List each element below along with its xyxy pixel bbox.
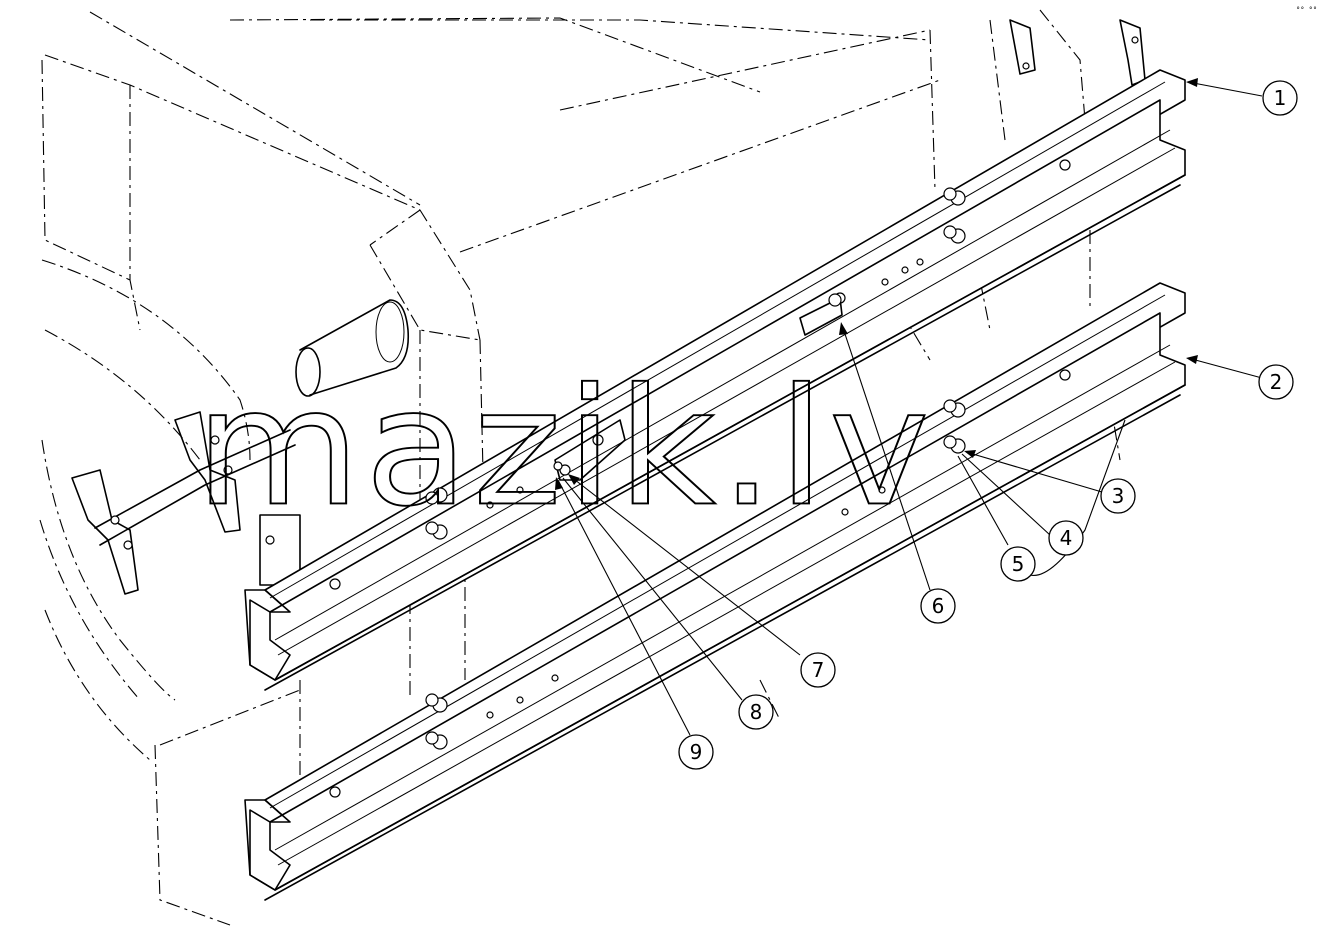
svg-text:2: 2 — [1270, 370, 1283, 394]
svg-text:1: 1 — [1274, 86, 1287, 110]
callout-9: 9 — [678, 734, 714, 770]
leader-lines — [555, 78, 1263, 736]
callout-4: 4 — [1048, 520, 1084, 556]
svg-text:8: 8 — [750, 700, 763, 724]
fuel-tank — [295, 299, 410, 397]
bolt-upper-right-2 — [943, 225, 966, 244]
callout-7: 7 — [800, 652, 836, 688]
callout-2: 2 — [1258, 364, 1294, 400]
center-brackets — [554, 293, 843, 481]
bolt-bracket-7 — [553, 461, 571, 476]
bolt-lower-left-1 — [425, 693, 448, 713]
bolt-upper-right-1 — [943, 187, 966, 206]
upper-rail-holes — [329, 159, 1071, 590]
svg-text:6: 6 — [932, 594, 945, 618]
bolt-lower-left-2 — [425, 731, 448, 750]
svg-text:7: 7 — [812, 658, 825, 682]
svg-text:5: 5 — [1012, 552, 1025, 576]
bolt-lower-right-2 — [943, 435, 966, 454]
svg-text:3: 3 — [1112, 484, 1125, 508]
watermark-text: mazik.lv — [195, 354, 934, 542]
corner-code: °° °°° — [1296, 6, 1318, 14]
bolt-upper-left-1 — [425, 487, 448, 505]
callout-6: 6 — [920, 588, 956, 624]
fastener-bolts — [425, 187, 966, 750]
bolt-lower-right-1 — [943, 399, 966, 418]
svg-text:4: 4 — [1060, 526, 1073, 550]
callout-1: 1 — [1262, 80, 1298, 116]
svg-text:9: 9 — [690, 740, 703, 764]
truck-body-phantom-lines — [39, 9, 1121, 926]
lower-rail-holes — [329, 369, 1071, 798]
bolt-upper-left-2 — [425, 521, 448, 540]
lower-guard-rail — [244, 282, 1186, 901]
callout-3: 3 — [1100, 478, 1136, 514]
callout-5: 5 — [1000, 546, 1036, 582]
upper-guard-rail — [244, 69, 1186, 691]
callout-8: 8 — [738, 694, 774, 730]
